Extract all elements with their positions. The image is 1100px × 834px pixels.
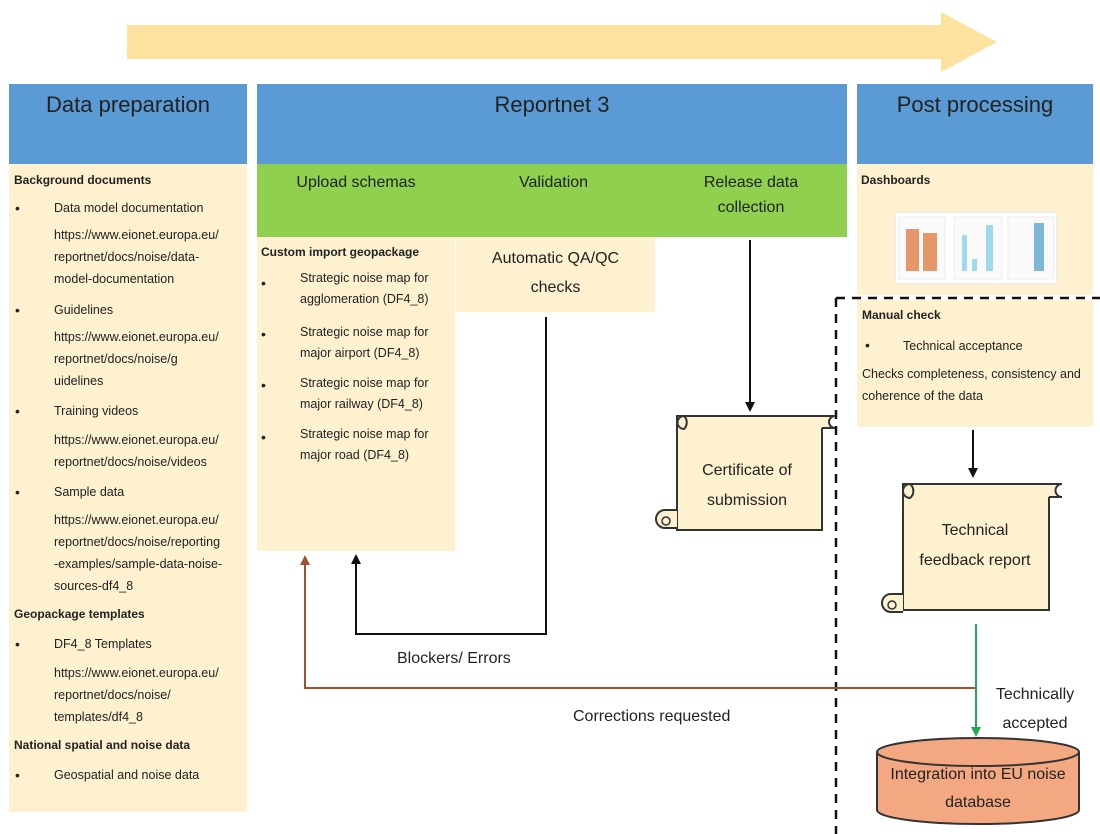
item-geospatial-label: Geospatial and noise data [54, 768, 200, 782]
reportnet-steps-band [257, 164, 847, 237]
certificate-scroll [655, 415, 836, 531]
blockers-errors-label: Blockers/ Errors [397, 650, 511, 667]
geopackage-templates-heading: Geopackage templates [14, 607, 145, 621]
dashboard-thumbnail [895, 212, 1057, 284]
dashboard-chart-icon [898, 216, 1055, 280]
data-preparation-panel: Background documents • Data model docume… [9, 164, 247, 812]
bullet: • [261, 275, 266, 291]
item-training-videos-label: Training videos [54, 404, 139, 418]
item-guidelines-label: Guidelines [54, 303, 114, 317]
national-data-heading: National spatial and noise data [14, 738, 191, 752]
eu-database-cylinder [876, 737, 1080, 825]
bullet: • [15, 636, 20, 652]
custom-import-panel: Custom import geopackage • Strategic noi… [257, 237, 455, 551]
automatic-checks-box: Automatic QA/QC checks [456, 237, 655, 312]
step-validation: Validation [518, 174, 589, 191]
bullet: • [15, 484, 20, 500]
item-training-videos-url[interactable]: https://www.eionet.europa.eu/ reportnet/… [54, 433, 219, 469]
technically-accepted-label: Technically accepted [995, 686, 1075, 732]
bullet: • [15, 767, 20, 783]
bullet: • [15, 302, 20, 318]
feedback-scroll [881, 483, 1063, 613]
manual-check-panel: Manual check • Technical acceptance Chec… [857, 300, 1093, 427]
feedback-report-label: Technical feedback report [919, 522, 1031, 569]
step-release-data-collection: Release data collection [703, 174, 799, 216]
blockers-errors-arrow [351, 317, 547, 635]
manual-check-heading: Manual check [862, 308, 941, 322]
item-sample-data-url[interactable]: https://www.eionet.europa.eu/ reportnet/… [54, 513, 223, 593]
bullet: • [15, 200, 20, 216]
dashboards-heading: Dashboards [861, 173, 931, 187]
step-upload-schemas: Upload schemas [296, 174, 416, 191]
bullet: • [261, 326, 266, 342]
dashboards-panel: Dashboards [857, 164, 1093, 295]
checks-description: Checks completeness, consistency and coh… [862, 367, 1081, 403]
background-documents-heading: Background documents [14, 173, 152, 187]
item-df48-templates-url[interactable]: https://www.eionet.europa.eu/ reportnet/… [54, 666, 219, 724]
bullet: • [865, 337, 870, 353]
item-sample-data-label: Sample data [54, 485, 125, 499]
header-reportnet: Reportnet 3 [257, 84, 847, 164]
corrections-requested-label: Corrections requested [573, 708, 731, 725]
custom-import-heading: Custom import geopackage [261, 245, 420, 259]
corrections-requested-arrow [300, 555, 976, 689]
item-df48-templates-label: DF4_8 Templates [54, 637, 152, 651]
bullet: • [261, 377, 266, 393]
header-post-processing: Post processing [857, 84, 1093, 164]
item-data-model-url[interactable]: https://www.eionet.europa.eu/ reportnet/… [54, 228, 219, 286]
bullet: • [15, 403, 20, 419]
technical-acceptance-label: Technical acceptance [903, 339, 1023, 353]
bullet: • [261, 429, 266, 445]
item-data-model-label: Data model documentation [54, 201, 204, 215]
header-data-preparation: Data preparation [9, 84, 247, 164]
integration-label: Integration into EU noise database [890, 766, 1066, 811]
certificate-label: Certificate of submission [702, 462, 792, 509]
item-guidelines-url[interactable]: https://www.eionet.europa.eu/ reportnet/… [54, 330, 219, 388]
